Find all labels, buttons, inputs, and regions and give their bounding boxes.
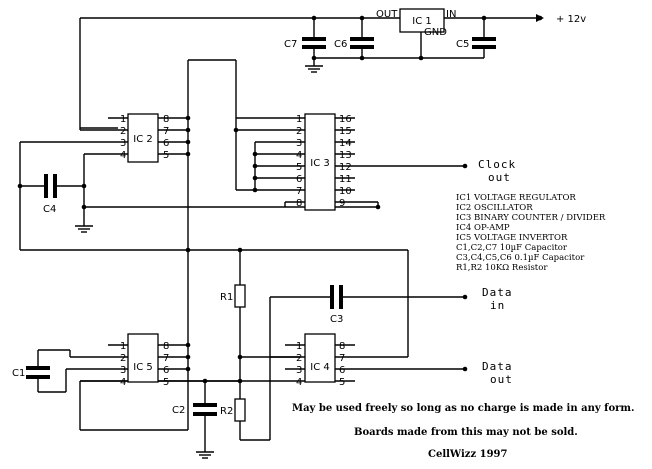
pin-number: 5	[339, 377, 345, 388]
pin-number: 15	[339, 126, 352, 137]
ic5-pin-numbers: 1 2 3 4 8 7 6 5	[120, 341, 169, 388]
ic1-out-label: OUT	[376, 9, 398, 20]
pin-number: 4	[120, 377, 126, 388]
legend-line: IC1 VOLTAGE REGULATOR	[456, 193, 576, 203]
pin-number: 14	[339, 138, 352, 149]
legend-line: IC5 VOLTAGE INVERTOR	[456, 233, 568, 243]
supply-label: + 12v	[556, 14, 586, 25]
pin-number: 3	[120, 138, 126, 149]
pin-number: 2	[120, 353, 126, 364]
legend-line: IC4 OP-AMP	[456, 223, 510, 233]
legend-line: IC2 OSCILLATOR	[456, 203, 533, 213]
pin-number: 6	[339, 365, 345, 376]
component-legend: IC1 VOLTAGE REGULATOR IC2 OSCILLATOR IC3…	[456, 193, 606, 273]
pin-number: 12	[339, 162, 352, 173]
mid-bus	[20, 247, 409, 357]
data-out-label-1: Data	[482, 360, 513, 373]
ic4-label: IC 4	[310, 362, 329, 373]
clock-out-label-1: Clock	[478, 158, 516, 171]
ic1-label: IC 1	[412, 16, 431, 27]
ic2-oscillator: IC 2	[108, 113, 188, 163]
c6-label: C6	[334, 39, 347, 50]
ic3-counter: IC 3	[233, 113, 468, 211]
license-note: May be used freely so long as no charge …	[292, 403, 634, 414]
legend-line: C3,C4,C5,C6 0.1µF Capacitor	[456, 253, 585, 263]
supply-arrow-icon	[536, 14, 544, 22]
ic5-invertor: IC 5	[70, 250, 205, 431]
pin-number: 6	[163, 365, 169, 376]
license-notes: May be used freely so long as no charge …	[292, 403, 634, 460]
author-credit: CellWizz 1997	[428, 449, 507, 460]
ic5-label: IC 5	[133, 362, 152, 373]
c3-label: C3	[330, 314, 343, 325]
power-section	[79, 15, 543, 129]
pin-number: 5	[163, 150, 169, 161]
legend-line: R1,R2 10KΩ Resistor	[456, 263, 548, 273]
ic3-label: IC 3	[310, 158, 329, 169]
pin-number: 11	[339, 174, 352, 185]
c1-capacitor	[26, 349, 108, 393]
ic4-pin-numbers: 1 2 3 4 8 7 6 5	[296, 341, 345, 388]
pin-number: 5	[296, 162, 302, 173]
c5-label: C5	[456, 39, 469, 50]
pin-number: 1	[296, 341, 302, 352]
c1-label: C1	[12, 368, 25, 379]
pin-number: 5	[163, 377, 169, 388]
pin-number: 1	[120, 341, 126, 352]
pin-number: 4	[296, 377, 302, 388]
resistor-chain	[234, 284, 300, 441]
pin-number: 2	[120, 126, 126, 137]
c2-capacitor	[193, 378, 243, 459]
c7-label: C7	[284, 39, 297, 50]
data-out-label-2: out	[490, 373, 513, 386]
ic1-in-label: IN	[446, 9, 456, 20]
ic1-regulator: IC 1	[399, 8, 445, 33]
pin-number: 3	[120, 365, 126, 376]
data-in-label-2: in	[490, 299, 505, 312]
oscillator-wiring	[17, 59, 378, 250]
data-in-label-1: Data	[482, 286, 513, 299]
pin-number: 2	[296, 126, 302, 137]
pin-number: 7	[339, 353, 345, 364]
pin-number: 6	[163, 138, 169, 149]
legend-line: IC3 BINARY COUNTER / DIVIDER	[456, 213, 606, 223]
pin-number: 1	[296, 114, 302, 125]
pin-number: 1	[120, 114, 126, 125]
pin-number: 16	[339, 114, 352, 125]
pin-number: 8	[296, 198, 302, 209]
pin-number: 9	[339, 198, 345, 209]
clock-out-label-2: out	[488, 171, 511, 184]
ic2-label: IC 2	[133, 134, 152, 145]
sale-note: Boards made from this may not be sold.	[354, 427, 578, 438]
pin-number: 7	[163, 126, 169, 137]
r1-label: R1	[220, 292, 233, 303]
pin-number: 3	[296, 138, 302, 149]
pin-number: 4	[120, 150, 126, 161]
pin-number: 3	[296, 365, 302, 376]
pin-number: 4	[296, 150, 302, 161]
pin-number: 13	[339, 150, 352, 161]
pin-number: 10	[339, 186, 352, 197]
ic1-gnd-label: GND	[424, 27, 447, 38]
c3-capacitor	[270, 285, 468, 309]
pin-number: 8	[163, 341, 169, 352]
pin-number: 6	[296, 174, 302, 185]
c2-label: C2	[172, 405, 185, 416]
pin-number: 7	[296, 186, 302, 197]
pin-number: 7	[163, 353, 169, 364]
pin-number: 2	[296, 353, 302, 364]
legend-line: C1,C2,C7 10µF Capacitor	[456, 243, 568, 253]
r2-label: R2	[220, 406, 233, 417]
c4-label: C4	[43, 204, 56, 215]
pin-number: 8	[339, 341, 345, 352]
ic3-pin-numbers: 1 2 3 4 5 6 7 8 16 15 14 13 12 11 10 9	[296, 114, 352, 209]
pin-number: 8	[163, 114, 169, 125]
ic2-pin-numbers: 1 2 3 4 8 7 6 5	[120, 114, 169, 161]
